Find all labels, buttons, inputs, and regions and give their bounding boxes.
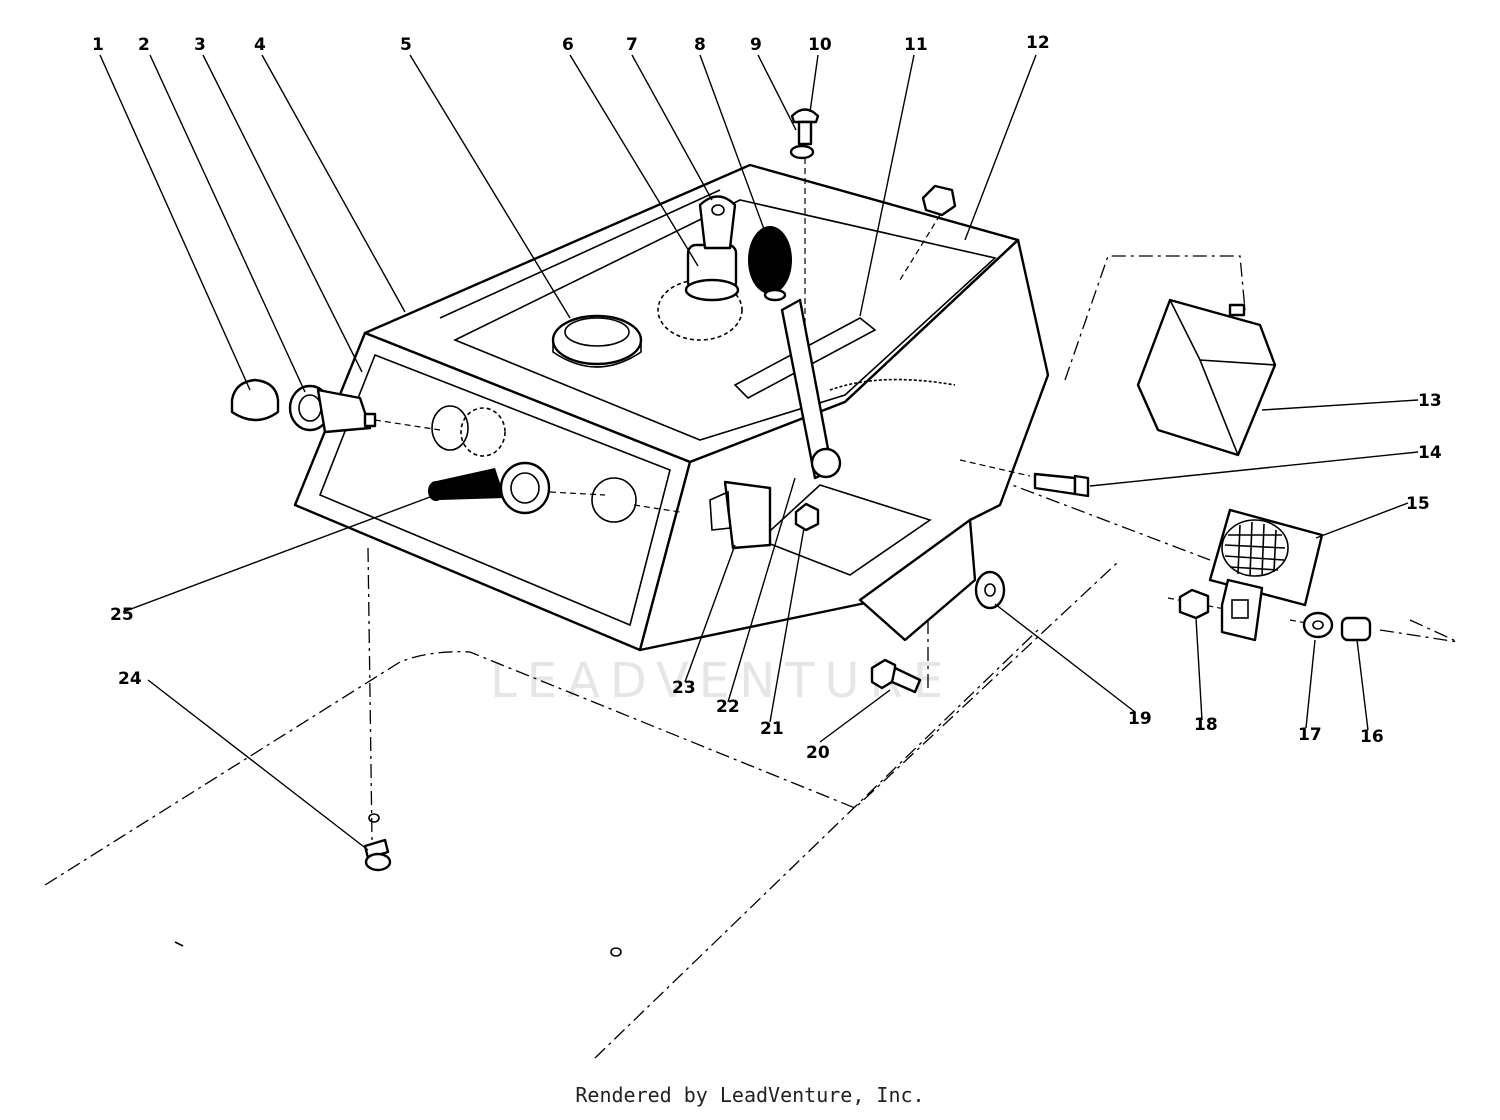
mounting-surface-outline	[44, 255, 1459, 1059]
callout-25: 25	[110, 605, 134, 625]
callout-6: 6	[562, 35, 574, 55]
throttle-lever	[780, 298, 956, 480]
watermark-text: LEADVENTURE	[490, 653, 953, 709]
lock-nut	[794, 502, 820, 532]
callout-7: 7	[626, 35, 638, 55]
callout-22: 22	[716, 697, 740, 717]
washer-17	[1302, 611, 1334, 639]
washer-19	[974, 570, 1006, 610]
callout-18: 18	[1194, 715, 1218, 735]
callout-20: 20	[806, 743, 830, 763]
indicator-lens	[230, 378, 280, 422]
callout-10: 10	[808, 35, 832, 55]
ignition-switch	[657, 243, 743, 341]
alarm-buzzer	[1208, 508, 1324, 642]
callout-9: 9	[750, 35, 762, 55]
callout-5: 5	[400, 35, 412, 55]
screw-top	[789, 108, 820, 325]
knob	[748, 226, 792, 302]
toggle-switch	[428, 461, 681, 523]
callout-3: 3	[194, 35, 206, 55]
screw-24	[363, 813, 392, 872]
spacer-16	[1340, 616, 1372, 642]
callout-16: 16	[1360, 727, 1384, 747]
callout-2: 2	[138, 35, 150, 55]
stray-marks	[174, 941, 622, 957]
callout-19: 19	[1128, 709, 1152, 729]
leader-lines	[99, 54, 1419, 851]
bolt-20	[870, 658, 922, 694]
dash-panel-housing	[293, 163, 1050, 652]
callout-21: 21	[760, 719, 784, 739]
callout-numbers: 1 2 3 4 5 6 7 8 9 10 11 12 13 14 15 16 1…	[92, 33, 1442, 763]
callout-1: 1	[92, 35, 104, 55]
lamp-socket	[288, 384, 506, 457]
bolt-14	[959, 459, 1090, 498]
callout-24: 24	[118, 669, 142, 689]
callout-12: 12	[1026, 33, 1050, 53]
callout-4: 4	[254, 35, 266, 55]
callout-15: 15	[1406, 494, 1430, 514]
callout-17: 17	[1298, 725, 1322, 745]
callout-13: 13	[1418, 391, 1442, 411]
key-icon	[698, 195, 737, 250]
nut-18	[1178, 588, 1210, 620]
micro-switch	[709, 480, 772, 550]
callout-23: 23	[672, 678, 696, 698]
solenoid-box	[1136, 298, 1277, 457]
callout-14: 14	[1418, 443, 1442, 463]
footer-credit: Rendered by LeadVenture, Inc.	[575, 1083, 925, 1107]
callout-8: 8	[694, 35, 706, 55]
callout-11: 11	[904, 35, 928, 55]
top-nut	[899, 184, 957, 281]
gauge-cap	[551, 314, 643, 368]
